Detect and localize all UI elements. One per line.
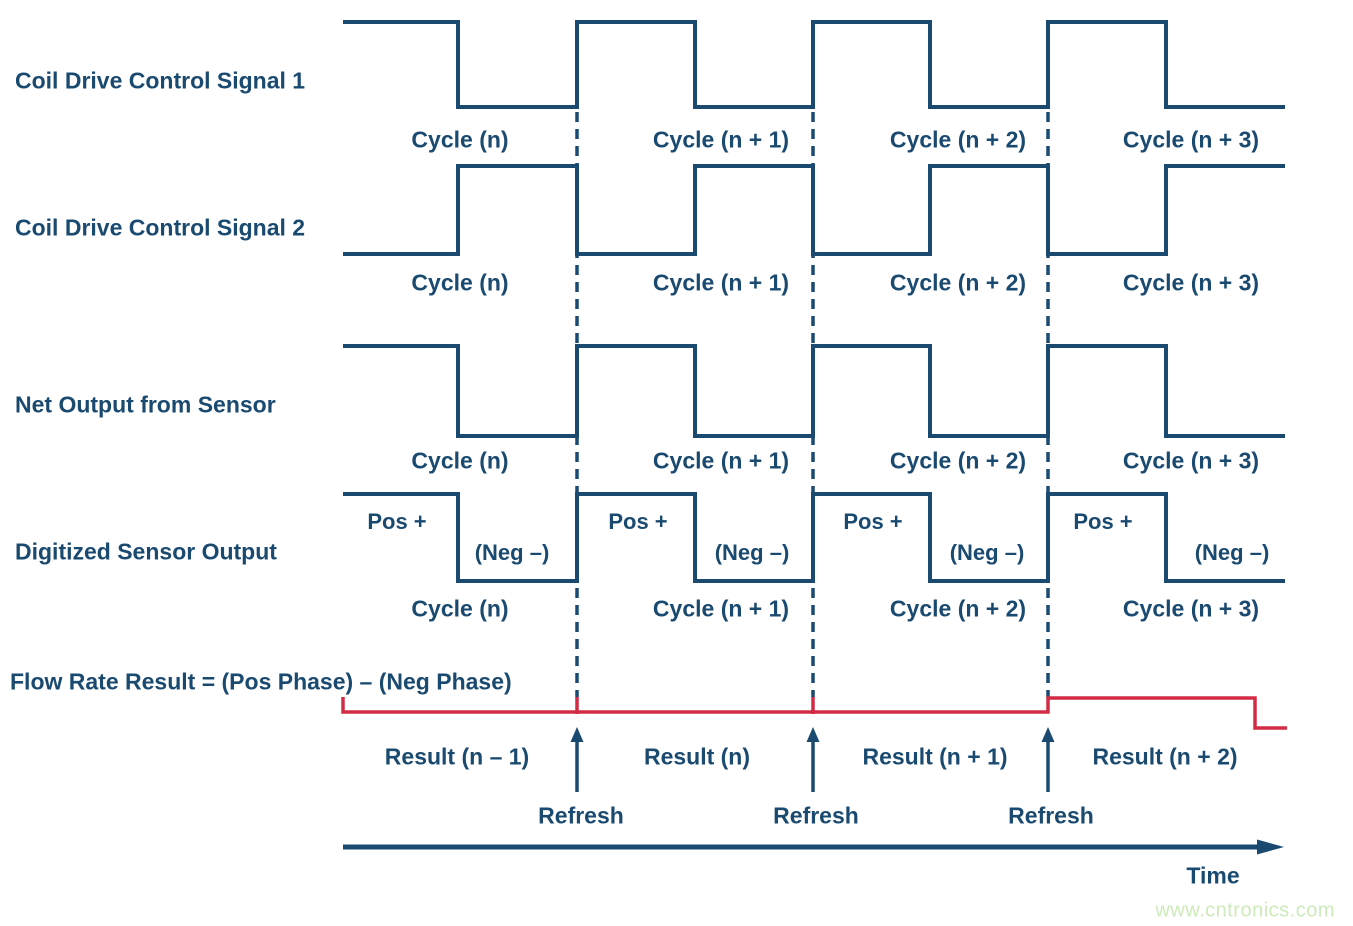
row-label-coil-drive-signal-1: Coil Drive Control Signal 1 <box>15 67 306 94</box>
time-axis-arrowhead <box>1257 839 1284 855</box>
cycle-label: Cycle (n + 1) <box>652 595 790 622</box>
refresh-arrowhead-1 <box>570 727 584 742</box>
cycle-label: Cycle (n + 2) <box>889 447 1027 474</box>
refresh-arrowhead-2 <box>806 727 820 742</box>
result-label: Result (n) <box>643 743 751 770</box>
cycle-label: Cycle (n) <box>411 126 509 153</box>
cycle-label: Cycle (n) <box>411 447 509 474</box>
row-label-digitized-output: Digitized Sensor Output <box>15 538 277 565</box>
pos-phase-label: Pos + <box>367 509 427 534</box>
result-label: Result (n + 2) <box>1092 743 1238 770</box>
result-label: Result (n + 1) <box>862 743 1008 770</box>
cycle-label: Cycle (n) <box>411 269 509 296</box>
pos-phase-label: Pos + <box>608 509 668 534</box>
cycle-label: Cycle (n + 1) <box>652 269 790 296</box>
row-label-coil-drive-signal-2: Coil Drive Control Signal 2 <box>15 214 306 241</box>
net-output-waveform <box>343 344 1285 438</box>
neg-phase-label: (Neg –) <box>474 540 550 565</box>
cycle-label: Cycle (n + 1) <box>652 126 790 153</box>
row-label-flow-rate-result: Flow Rate Result = (Pos Phase) – (Neg Ph… <box>10 668 512 695</box>
cycle-label: Cycle (n + 3) <box>1122 126 1260 153</box>
neg-phase-label: (Neg –) <box>949 540 1025 565</box>
refresh-arrowhead-3 <box>1041 727 1055 742</box>
pos-phase-label: Pos + <box>1073 509 1133 534</box>
refresh-label: Refresh <box>1008 802 1094 829</box>
cycle-label: Cycle (n + 2) <box>889 126 1027 153</box>
result-label: Result (n – 1) <box>384 743 530 770</box>
time-axis-label: Time <box>1186 862 1240 889</box>
row-label-net-output: Net Output from Sensor <box>15 391 276 418</box>
cycle-label: Cycle (n + 1) <box>652 447 790 474</box>
refresh-label: Refresh <box>773 802 859 829</box>
flow-rate-result-line <box>341 696 1287 730</box>
digitized-output-waveform <box>343 492 1285 583</box>
neg-phase-label: (Neg –) <box>714 540 790 565</box>
signal2-waveform <box>343 164 1285 256</box>
cycle-label: Cycle (n + 2) <box>889 269 1027 296</box>
watermark-text: www.cntronics.com <box>1155 899 1335 922</box>
cycle-label: Cycle (n + 3) <box>1122 447 1260 474</box>
neg-phase-label: (Neg –) <box>1194 540 1270 565</box>
cycle-label: Cycle (n + 3) <box>1122 269 1260 296</box>
signal1-waveform <box>343 20 1285 109</box>
cycle-label: Cycle (n + 2) <box>889 595 1027 622</box>
cycle-label: Cycle (n) <box>411 595 509 622</box>
refresh-label: Refresh <box>538 802 624 829</box>
cycle-label: Cycle (n + 3) <box>1122 595 1260 622</box>
pos-phase-label: Pos + <box>843 509 903 534</box>
